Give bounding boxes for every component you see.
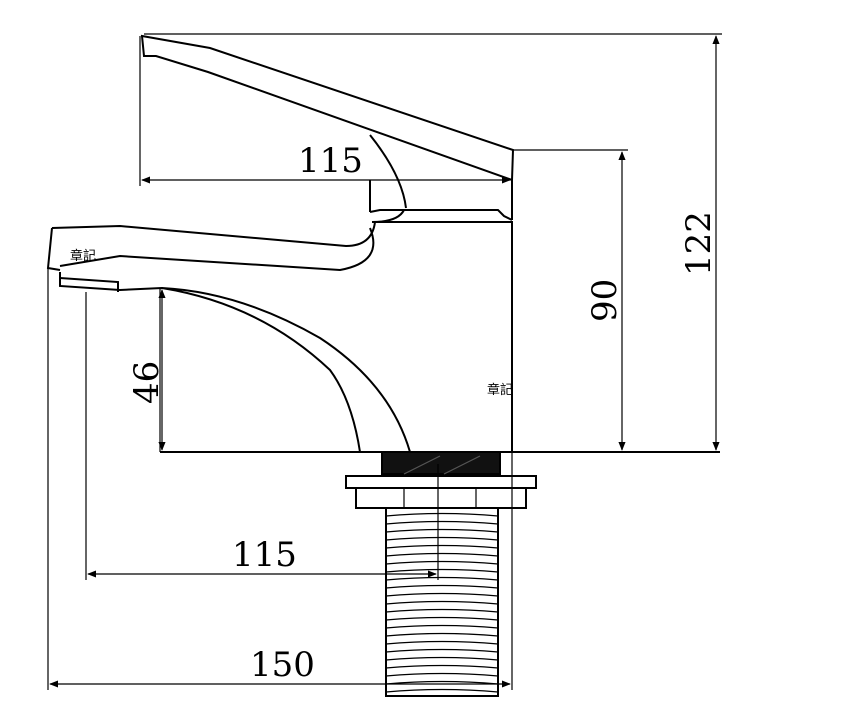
thread-ridge — [385, 560, 499, 565]
thread-ridge — [385, 584, 499, 589]
thread-ridge — [385, 568, 499, 573]
threaded-shank — [385, 507, 499, 697]
thread-ridge — [385, 544, 499, 549]
dimension-lines — [47, 33, 722, 690]
thread-ridge — [385, 520, 499, 525]
spout — [46, 209, 411, 453]
label-overall-height: 122 — [679, 211, 719, 276]
handle-lever — [140, 34, 515, 182]
thread-ridge — [385, 632, 499, 637]
thread-ridge — [385, 640, 499, 645]
thread-ridge — [385, 552, 499, 557]
handle-neck — [369, 134, 407, 209]
thread-ridge — [385, 664, 499, 669]
thread-ridge — [385, 624, 499, 629]
faucet-body-sides — [372, 221, 513, 453]
thread-ridge — [385, 656, 499, 661]
thread-ridge — [385, 648, 499, 653]
label-body-height: 90 — [585, 279, 625, 322]
label-spout-reach: 115 — [232, 535, 297, 575]
cartridge-collar — [369, 180, 513, 221]
label-handle-length: 115 — [298, 141, 363, 181]
thread-ridge — [385, 600, 499, 605]
label-spout-height: 46 — [127, 361, 167, 404]
thread-ridge — [385, 576, 499, 581]
thread-ridge — [385, 608, 499, 613]
thread-ridge — [385, 688, 499, 693]
mounting-flange — [345, 475, 537, 509]
gasket — [381, 451, 501, 475]
stamp-mark-right: 章記 — [487, 383, 514, 398]
thread-ridge — [385, 672, 499, 677]
thread-ridge — [385, 512, 499, 517]
dimension-labels: 115 115 150 90 122 46 — [127, 141, 719, 685]
thread-ridge — [385, 536, 499, 541]
thread-ridge — [385, 616, 499, 621]
stamp-mark-left: 章記 — [70, 249, 97, 264]
label-overall-length: 150 — [250, 645, 315, 685]
thread-ridge — [385, 528, 499, 533]
thread-ridge — [385, 592, 499, 597]
faucet-outline — [46, 34, 720, 697]
aerator — [59, 277, 119, 292]
